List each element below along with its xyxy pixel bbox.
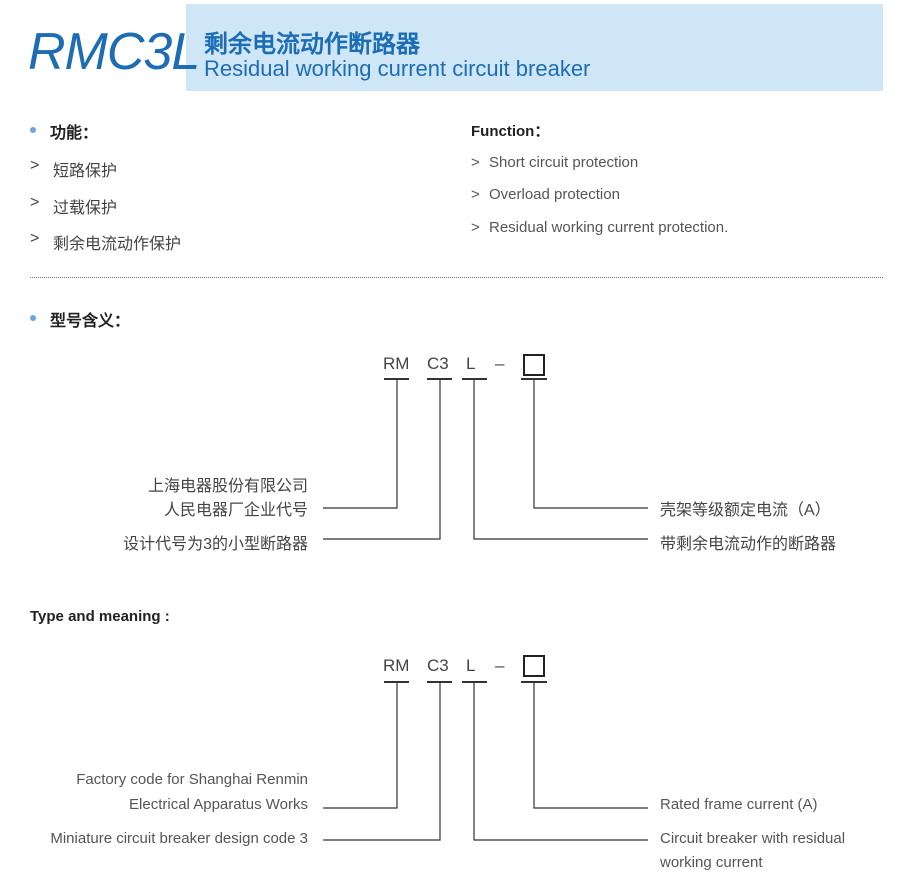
code-placeholder-box xyxy=(523,354,545,376)
item-marker: > xyxy=(30,157,40,174)
type-heading-cn: 型号含义： xyxy=(50,313,131,330)
title-chinese: 剩余电流动作断路器 xyxy=(204,31,420,58)
code-l: L xyxy=(466,354,476,373)
bullet-dot-icon xyxy=(30,315,36,321)
item-marker: > xyxy=(471,219,480,236)
desc-residual-breaker-en-2: working current xyxy=(660,854,763,871)
desc-residual-breaker-cn: 带剩余电流动作的断路器 xyxy=(660,536,837,553)
desc-design-code-cn: 设计代号为3的小型断路器 xyxy=(123,536,308,553)
function-item-en: Overload protection xyxy=(489,186,620,203)
item-marker: > xyxy=(30,194,40,211)
function-heading-cn: 功能： xyxy=(50,125,99,142)
type-heading-en: Type and meaning : xyxy=(30,608,170,625)
function-item-cn: 短路保护 xyxy=(53,163,118,180)
function-item-en: Short circuit protection xyxy=(489,154,639,171)
item-marker: > xyxy=(471,154,480,171)
code-c3: C3 xyxy=(427,354,449,373)
desc-frame-current-cn: 壳架等级额定电流（A） xyxy=(660,502,831,519)
desc-frame-current-en: Rated frame current (A) xyxy=(660,796,818,813)
item-marker: > xyxy=(471,186,480,203)
desc-factory-code-en-1: Factory code for Shanghai Renmin xyxy=(76,771,308,788)
desc-factory-code-cn-2: 人民电器厂企业代号 xyxy=(163,502,308,519)
title-banner xyxy=(186,4,883,91)
code-rm: RM xyxy=(383,354,410,373)
bullet-dot-icon xyxy=(30,127,36,133)
desc-design-code-en: Miniature circuit breaker design code 3 xyxy=(50,830,308,847)
item-marker: > xyxy=(30,230,40,247)
code-dash: – xyxy=(495,656,505,675)
section-divider xyxy=(30,277,883,278)
desc-factory-code-cn-1: 上海电器股份有限公司 xyxy=(147,478,308,495)
desc-factory-code-en-2: Electrical Apparatus Works xyxy=(129,796,308,813)
title-english: Residual working current circuit breaker xyxy=(204,56,591,81)
code-rm: RM xyxy=(383,656,410,675)
model-code: RMC3L xyxy=(28,23,200,81)
code-placeholder-box xyxy=(523,655,545,677)
desc-residual-breaker-en-1: Circuit breaker with residual xyxy=(660,830,846,847)
function-heading-en: Function： xyxy=(471,123,550,140)
function-item-cn: 过载保护 xyxy=(53,200,118,217)
code-c3: C3 xyxy=(427,656,449,675)
code-dash: – xyxy=(495,354,505,373)
code-l: L xyxy=(466,656,476,675)
function-item-en: Residual working current protection. xyxy=(489,219,729,236)
function-item-cn: 剩余电流动作保护 xyxy=(53,236,182,253)
